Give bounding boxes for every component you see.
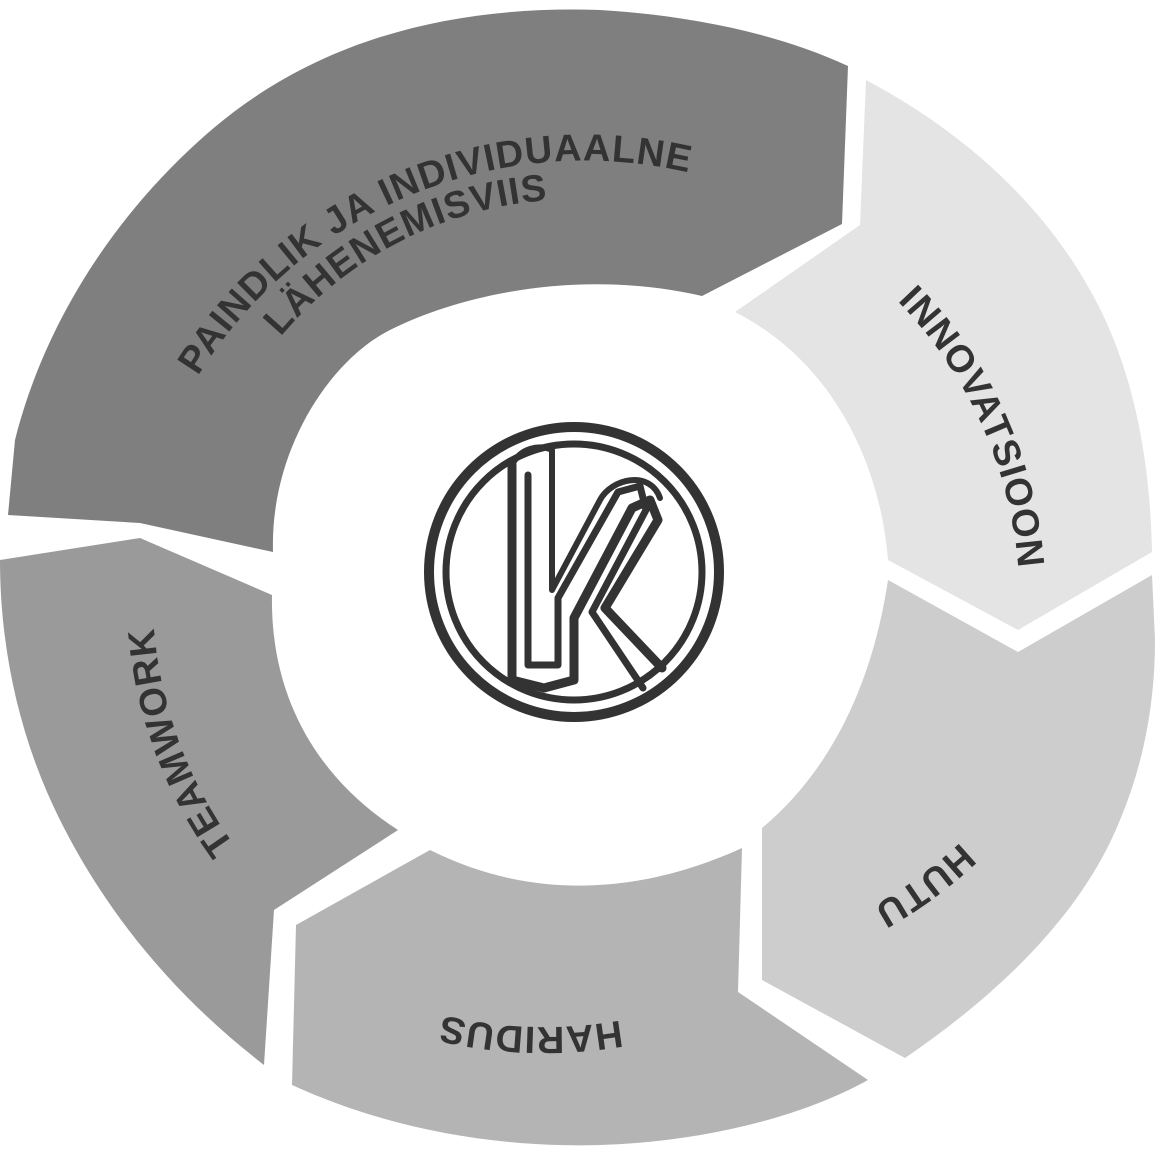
segment-innovatsioon [735,80,1152,630]
segments-layer [0,9,1155,1146]
segment-paindlik [8,9,848,553]
segment-haridus [292,848,868,1146]
segment-ohutus [762,575,1155,1058]
k-logo-icon [424,422,724,722]
segment-teamwork [0,538,398,1065]
